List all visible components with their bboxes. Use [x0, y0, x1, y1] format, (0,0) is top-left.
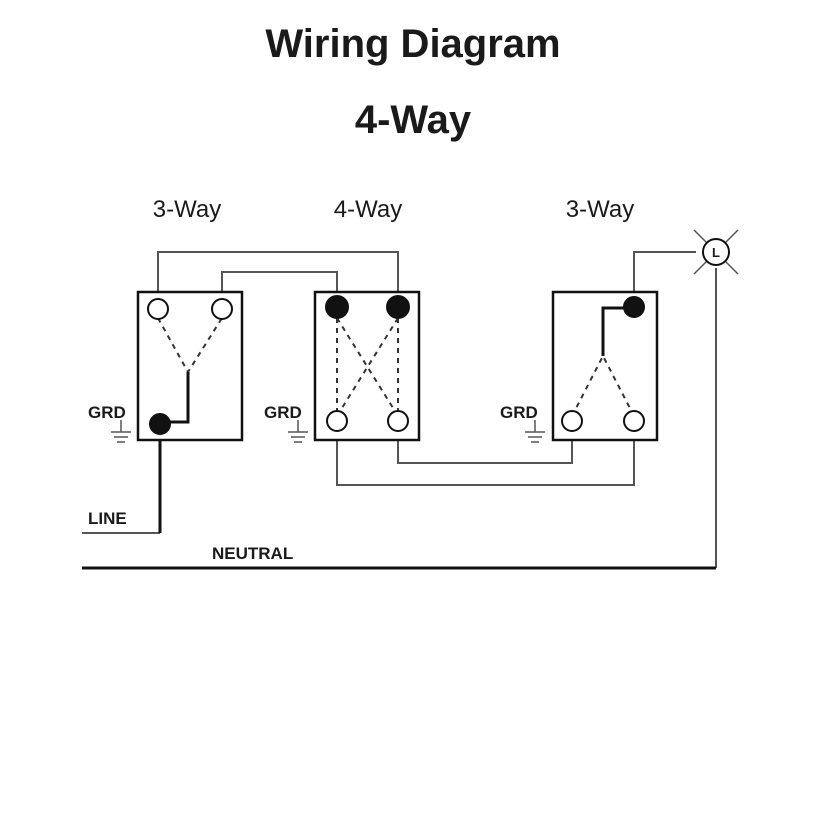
left-terminal-traveler-1 — [147, 298, 169, 320]
fourway-terminal-bottom-right — [387, 410, 409, 432]
diagram-title: Wiring Diagram — [265, 22, 561, 66]
line-label: LINE — [88, 509, 127, 528]
ground-symbol-left — [111, 420, 131, 443]
ground-symbol-right — [525, 420, 545, 443]
lamp-symbol — [693, 229, 739, 275]
lamp-label: L — [712, 245, 720, 260]
fourway-terminal-bottom-left — [326, 410, 348, 432]
right-terminal-common — [623, 296, 645, 318]
ground-label-middle: GRD — [264, 403, 302, 422]
switch-label-right-3way: 3-Way — [566, 196, 634, 223]
ground-label-right: GRD — [500, 403, 538, 422]
traveler-wire-bottom-inner — [397, 425, 573, 464]
right-terminal-traveler-1 — [561, 410, 583, 432]
ground-symbol-middle — [288, 420, 308, 443]
switch-label-4way: 4-Way — [334, 196, 402, 223]
switch-label-left-3way: 3-Way — [153, 196, 221, 223]
neutral-label: NEUTRAL — [212, 544, 293, 563]
left-terminal-traveler-2 — [211, 298, 233, 320]
fourway-terminal-top-left — [325, 295, 349, 319]
diagram-subtitle: 4-Way — [354, 98, 472, 142]
left-terminal-common — [149, 413, 171, 435]
traveler-wire-bottom-outer — [336, 425, 635, 486]
fourway-terminal-top-right — [386, 295, 410, 319]
traveler-wire-top-outer — [157, 251, 399, 305]
lamp-switch-wire — [633, 251, 696, 305]
traveler-wire-top-inner — [221, 271, 338, 305]
ground-label-left: GRD — [88, 403, 126, 422]
right-terminal-traveler-2 — [623, 410, 645, 432]
right-switch-dashed-contacts — [571, 353, 635, 417]
